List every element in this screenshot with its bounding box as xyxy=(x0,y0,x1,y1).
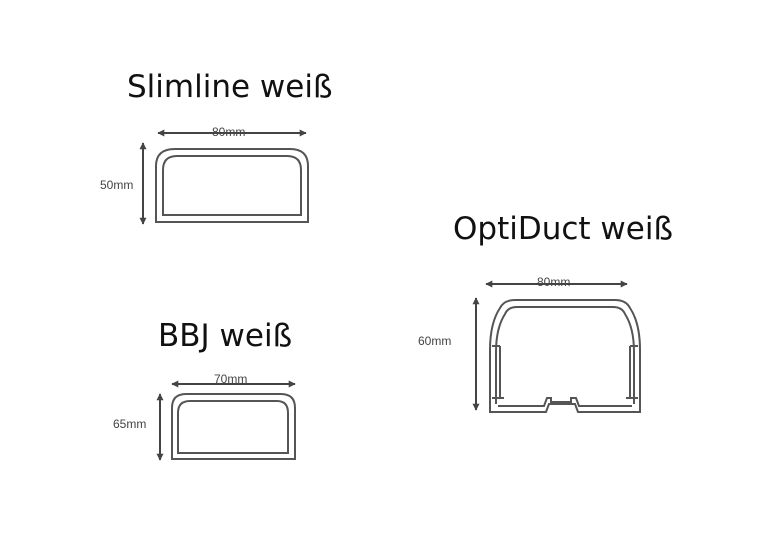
optiduct-base-channel xyxy=(498,397,632,407)
slimline-inner-profile xyxy=(162,155,302,216)
optiduct-diagram xyxy=(472,280,641,413)
optiduct-height-label: 60mm xyxy=(418,334,452,348)
optiduct-right-clip xyxy=(626,345,638,399)
optiduct-outer-profile xyxy=(489,299,641,413)
optiduct-width-label: 80mm xyxy=(537,275,571,289)
slimline-title: Slimline weiß xyxy=(127,69,333,105)
optiduct-inner-profile xyxy=(495,306,635,404)
bbj-title: BBJ weiß xyxy=(158,318,293,354)
optiduct-left-clip xyxy=(492,345,504,399)
slimline-outer-profile xyxy=(155,148,309,223)
bbj-width-label: 70mm xyxy=(214,372,248,386)
bbj-height-label: 65mm xyxy=(113,417,147,431)
optiduct-title: OptiDuct weiß xyxy=(453,211,673,247)
slimline-width-label: 80mm xyxy=(212,125,246,139)
bbj-inner-profile xyxy=(177,400,289,454)
bbj-outer-profile xyxy=(171,393,296,460)
bbj-diagram xyxy=(156,380,296,461)
slimline-diagram xyxy=(139,129,309,225)
slimline-height-label: 50mm xyxy=(100,178,134,192)
